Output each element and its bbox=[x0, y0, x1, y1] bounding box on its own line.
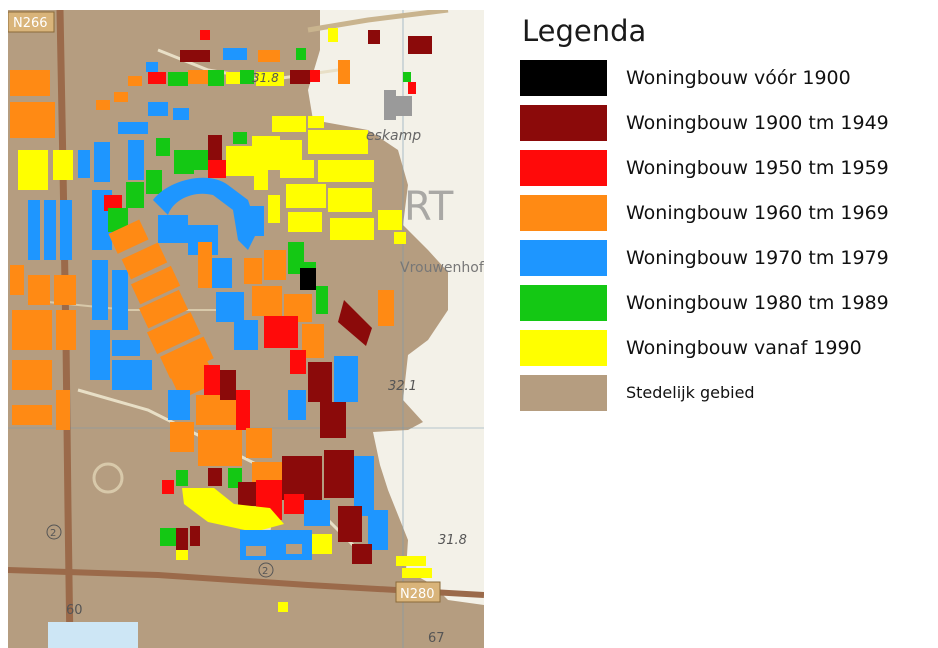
legend-swatch bbox=[520, 150, 607, 186]
legend-swatch bbox=[520, 195, 607, 231]
legend-item-stedelijk-gebied: Stedelijk gebied bbox=[520, 375, 938, 420]
height-label-321: 32.1 bbox=[388, 379, 417, 394]
road-secondary bbox=[307, 10, 449, 33]
legend-item-1980-1989: Woningbouw 1980 tm 1989 bbox=[520, 285, 938, 330]
place-label-vrouwenhof: Vrouwenhof bbox=[400, 260, 484, 276]
height-label-318b: 31.8 bbox=[438, 533, 467, 548]
legend: Legenda Woningbouw vóór 1900 Woningbouw … bbox=[520, 14, 938, 420]
legend-swatch bbox=[520, 330, 607, 366]
legend-item-1960-1969: Woningbouw 1960 tm 1969 bbox=[520, 195, 938, 240]
legend-title: Legenda bbox=[522, 14, 647, 48]
legend-swatch bbox=[520, 240, 607, 276]
legend-label: Woningbouw vóór 1900 bbox=[626, 67, 851, 89]
legend-swatch bbox=[520, 105, 607, 141]
height-label-60: 60 bbox=[66, 603, 83, 618]
road-label-n280: N280 bbox=[400, 587, 435, 602]
legend-label: Stedelijk gebied bbox=[626, 383, 755, 402]
legend-swatch bbox=[520, 285, 607, 321]
legend-label: Woningbouw 1900 tm 1949 bbox=[626, 112, 889, 134]
legend-item-1950-1959: Woningbouw 1950 tm 1959 bbox=[520, 150, 938, 195]
legend-label: Woningbouw 1960 tm 1969 bbox=[626, 202, 889, 224]
map-svg: N266 N280 eskamp RT Vrouwenhof 31.8 32.1… bbox=[8, 10, 484, 648]
height-label-67: 67 bbox=[428, 631, 445, 646]
legend-swatch bbox=[520, 60, 607, 96]
map-area[interactable]: N266 N280 eskamp RT Vrouwenhof 31.8 32.1… bbox=[8, 10, 484, 648]
legend-swatch bbox=[520, 375, 607, 411]
road-label-n266: N266 bbox=[13, 16, 48, 31]
legend-item-1970-1979: Woningbouw 1970 tm 1979 bbox=[520, 240, 938, 285]
water-area bbox=[48, 622, 138, 648]
circle-label-2a: 2 bbox=[262, 566, 268, 577]
height-label-318: 31.8 bbox=[252, 71, 279, 85]
legend-item-pre1900: Woningbouw vóór 1900 bbox=[520, 60, 938, 105]
building-blocks bbox=[10, 28, 432, 612]
legend-label: Woningbouw 1980 tm 1989 bbox=[626, 292, 889, 314]
place-label-rt: RT bbox=[404, 184, 454, 230]
circle-label-2b: 2 bbox=[50, 528, 56, 539]
legend-item-vanaf-1990: Woningbouw vanaf 1990 bbox=[520, 330, 938, 375]
legend-label: Woningbouw vanaf 1990 bbox=[626, 337, 862, 359]
place-label-kamp: eskamp bbox=[366, 128, 421, 144]
legend-label: Woningbouw 1970 tm 1979 bbox=[626, 247, 889, 269]
legend-item-1900-1949: Woningbouw 1900 tm 1949 bbox=[520, 105, 938, 150]
legend-label: Woningbouw 1950 tm 1959 bbox=[626, 157, 889, 179]
